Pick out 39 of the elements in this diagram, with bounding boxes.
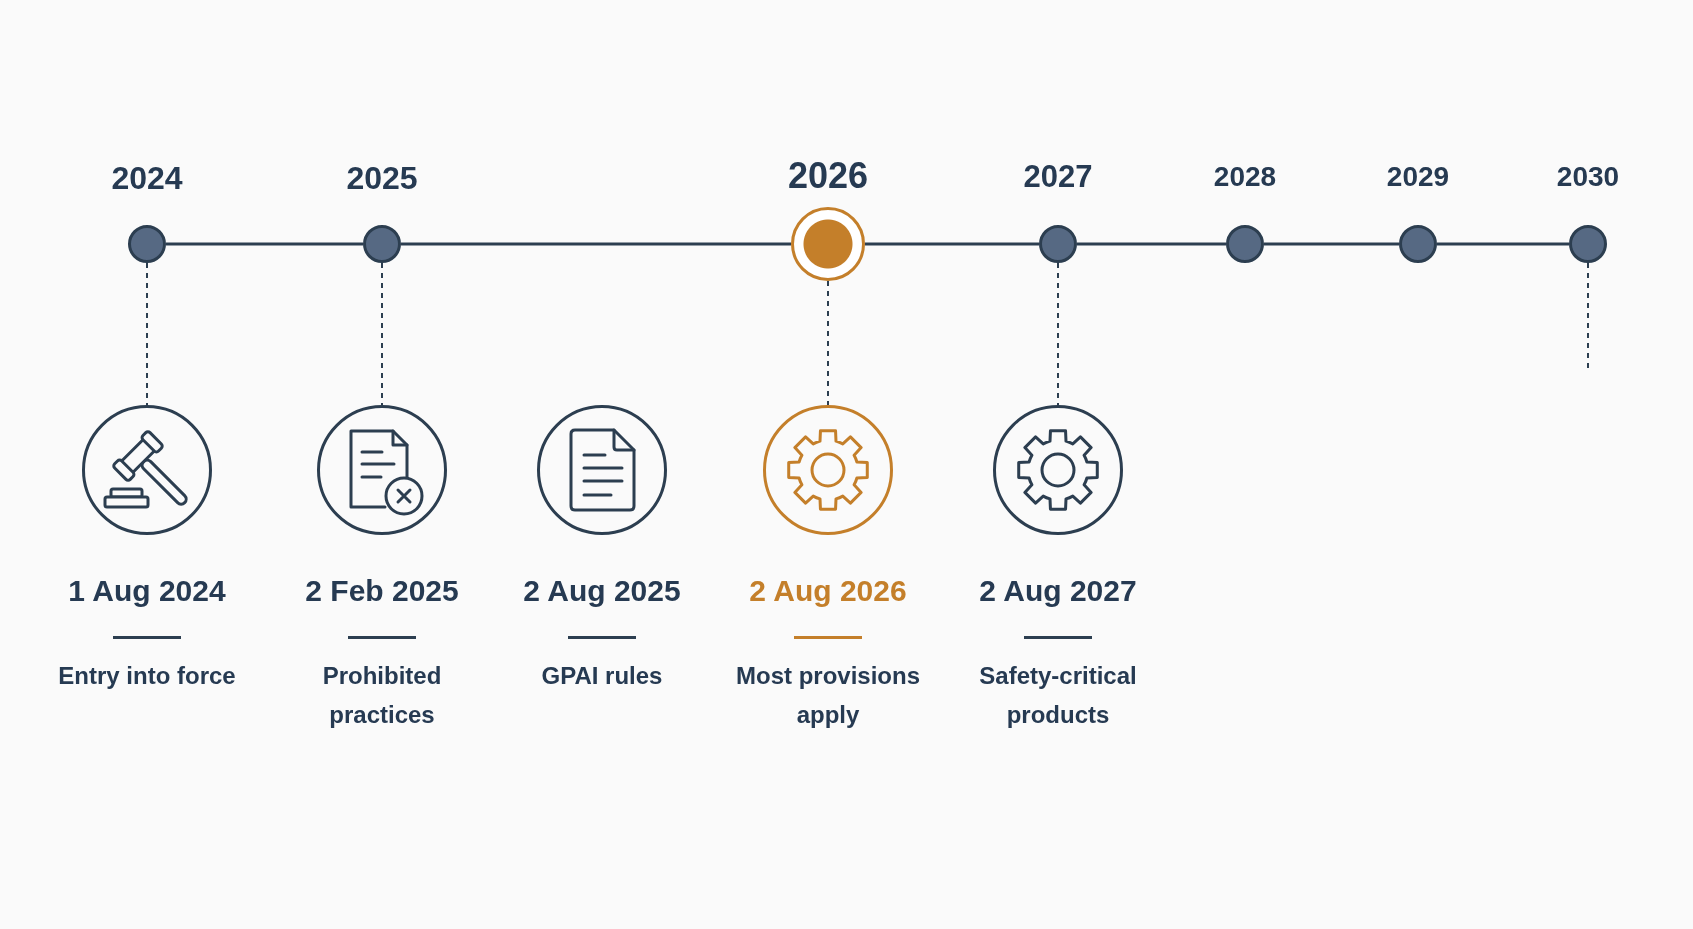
year-label: 2024 (111, 159, 183, 197)
milestone-description: GPAI rules (541, 661, 663, 691)
year-label: 2029 (1386, 160, 1450, 194)
timeline-dot (1226, 225, 1264, 263)
milestone-circle (317, 405, 447, 535)
timeline-dot (1039, 225, 1077, 263)
dashed-connector (1587, 262, 1589, 370)
timeline-dot (1569, 225, 1607, 263)
milestone-date: 2 Aug 2026 (749, 574, 907, 609)
milestone-description: Prohibited practices (321, 661, 443, 730)
year-label: 2028 (1213, 160, 1277, 194)
milestone-description: Safety-critical products (978, 661, 1138, 730)
milestone-description: Most provisions apply (735, 661, 921, 730)
timeline-line (1437, 242, 1569, 246)
timeline-dot (128, 225, 166, 263)
dashed-connector (1057, 262, 1059, 406)
dashed-connector (146, 262, 148, 406)
milestone-description: Entry into force (58, 661, 236, 691)
timeline-dot (363, 225, 401, 263)
timeline-line (1077, 242, 1226, 246)
year-label: 2025 (346, 159, 418, 197)
dashed-connector (827, 280, 829, 406)
milestone-date: 2 Feb 2025 (305, 574, 459, 609)
timeline-line (865, 242, 1039, 246)
timeline-line (1264, 242, 1399, 246)
timeline-dot (1399, 225, 1437, 263)
milestone-circle (993, 405, 1123, 535)
year-label: 2026 (787, 155, 869, 197)
timeline-line (401, 242, 791, 246)
year-label: 2027 (1023, 159, 1093, 195)
milestone-circle (763, 405, 893, 535)
milestone-circle (537, 405, 667, 535)
timeline-line (166, 242, 363, 246)
dashed-connector (381, 262, 383, 406)
milestone-date: 2 Aug 2025 (523, 574, 681, 609)
year-label: 2030 (1556, 160, 1620, 194)
milestone-circle (82, 405, 212, 535)
milestone-date: 2 Aug 2027 (979, 574, 1137, 609)
milestone-date: 1 Aug 2024 (68, 574, 226, 609)
